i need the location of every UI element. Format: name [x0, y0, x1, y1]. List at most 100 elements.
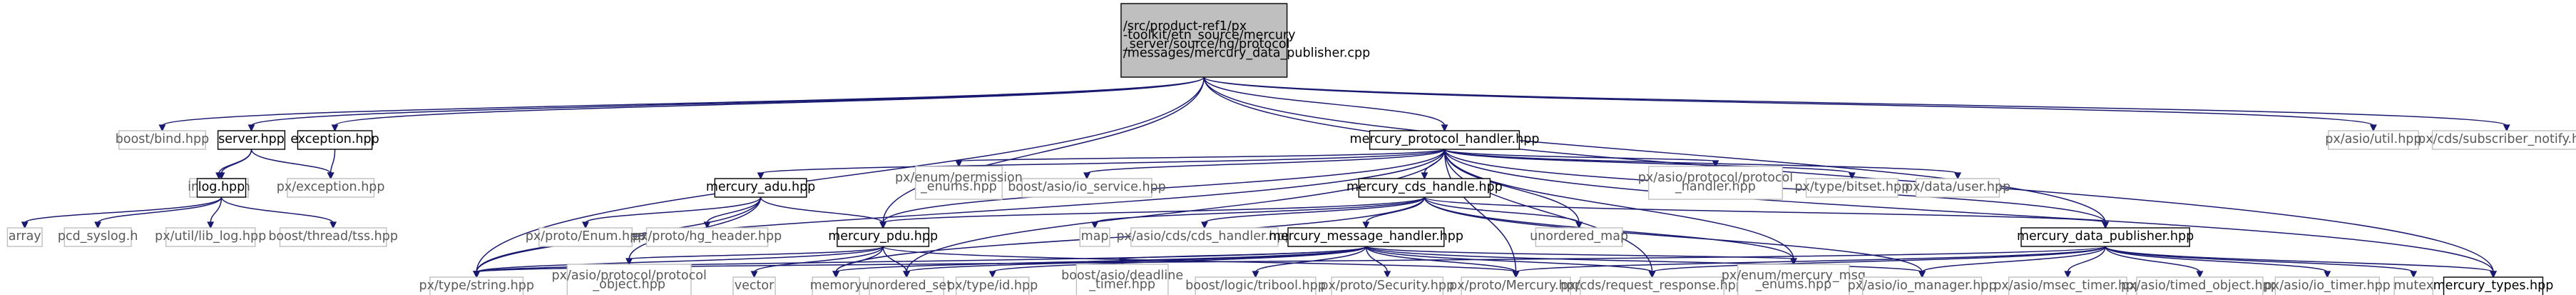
node-box-id_hpp — [955, 276, 1030, 295]
node-label-memory-line-0: memory — [810, 279, 862, 293]
node-enum_hpp: px/proto/Enum.hpp — [526, 227, 646, 247]
node-label-pcd_syslog-line-0: pcd_syslog.h — [58, 229, 138, 244]
node-label-mercury_hpp-line-0: px/proto/Mercury.hpp — [1449, 279, 1583, 293]
node-exception[interactable]: exception.hpp — [290, 130, 379, 150]
edge-arrowhead-exception-to-px_exception — [327, 172, 334, 180]
node-label-io_service-line-0: boost/asio/io_service.hpp — [1008, 180, 1166, 194]
node-box-array — [6, 227, 43, 247]
edge-mph-to-string — [476, 149, 1446, 273]
node-req_resp: px/cds/request_response.hpp — [1560, 276, 1744, 295]
node-box-timed_obj — [2136, 276, 2264, 295]
edge-arrowhead-cds_handle-to-unordered_map — [1575, 221, 1583, 229]
node-label-cds_sub-line-0: px/cds/subscriber_notify.hpp — [2418, 132, 2576, 146]
node-box-mutex — [2393, 276, 2433, 295]
edge-root-to-cds_sub — [1203, 76, 2508, 126]
node-label-px_exception-line-0: px/exception.hpp — [277, 180, 385, 194]
node-box-types — [2443, 276, 2544, 295]
node-label-tribool-line-0: boost/logic/tribool.hpp — [1185, 279, 1326, 293]
node-io_manager: px/asio/io_manager.hpp — [1848, 276, 1997, 295]
node-label-deadline-line-1: _timer.hpp — [1088, 277, 1155, 291]
node-mutex: mutex — [2393, 276, 2433, 295]
node-types[interactable]: mercury_types.hpp — [2433, 276, 2554, 295]
node-box-server — [217, 130, 286, 150]
node-proto_obj: px/asio/protocol/protocol_object.hpp — [551, 264, 707, 295]
edge-arrowhead-data_pub-to-req_resp — [1648, 271, 1656, 279]
node-box-proto_obj — [566, 264, 692, 295]
edge-adu-to-pdu — [760, 196, 884, 224]
node-adu[interactable]: mercury_adu.hpp — [706, 178, 815, 198]
node-box-boost_bind — [118, 130, 206, 150]
node-box-pdu — [837, 227, 930, 247]
node-vector: vector — [732, 276, 776, 295]
node-label-proto_obj-line-0: px/asio/protocol/protocol — [551, 269, 706, 283]
node-label-root-line-3: /messages/mercury_data_publisher.cpp — [1123, 46, 1370, 60]
node-label-vector-line-0: vector — [735, 279, 775, 293]
edge-root-to-exception — [334, 76, 1205, 126]
node-box-msg_handler — [1287, 227, 1445, 247]
edge-mph-to-req_resp — [1443, 149, 1653, 273]
node-label-root-line-1: -toolkit/etn_source/mercury — [1123, 28, 1296, 42]
node-string: px/type/string.hpp — [419, 276, 534, 295]
edge-mph-to-proto_handler — [1443, 149, 1717, 162]
node-deadline: boost/asio/deadline_timer.hpp — [1061, 264, 1183, 295]
edge-data_pub-to-io_timer — [2105, 246, 2329, 273]
node-root[interactable]: /src/product-ref1/px-toolkit/etn_source/… — [1120, 3, 1370, 78]
node-box-user — [1916, 178, 2000, 198]
node-label-unordered_set-line-0: unordered_set — [862, 279, 951, 293]
node-data_pub[interactable]: mercury_data_publisher.hpp — [2017, 227, 2194, 247]
node-label-io_manager-line-0: px/asio/io_manager.hpp — [1848, 279, 1997, 293]
node-px_exception: px/exception.hpp — [277, 178, 385, 198]
node-label-deadline-line-0: boost/asio/deadline — [1061, 269, 1183, 283]
node-perm: px/enum/permission_enums.hpp — [895, 166, 1023, 200]
node-label-root-line-0: /src/product-ref1/px — [1123, 19, 1247, 34]
node-box-perm — [914, 166, 1003, 200]
node-box-io_timer — [2274, 276, 2380, 295]
node-cds_handle[interactable]: mercury_cds_handle.hpp — [1346, 178, 1503, 198]
edge-msg_handler-to-req_resp — [1365, 246, 1653, 273]
node-msg_handler[interactable]: mercury_message_handler.hpp — [1269, 227, 1463, 247]
node-box-root — [1120, 3, 1288, 78]
edge-arrowhead-msg_handler-to-id_hpp — [988, 271, 996, 279]
node-box-security — [1331, 276, 1444, 295]
node-label-bitset-line-0: px/type/bitset.hpp — [1794, 180, 1909, 194]
edge-mph-to-unordered_map — [1443, 149, 1580, 224]
edge-arrowhead-msg_handler-to-security — [1384, 271, 1391, 279]
node-label-adu-line-0: mercury_adu.hpp — [706, 180, 815, 194]
edge-arrowhead-data_pub-to-string — [473, 271, 481, 279]
node-label-proto_handler-line-0: px/asio/protocol/protocol — [1638, 171, 1793, 185]
node-label-lib_log-line-0: px/util/lib_log.hpp — [155, 229, 266, 244]
edge-cds_handle-to-pdu — [882, 196, 1426, 224]
node-label-tss-line-0: boost/thread/tss.hpp — [268, 229, 398, 244]
node-pdu[interactable]: mercury_pdu.hpp — [828, 227, 938, 247]
node-label-data_pub-line-0: mercury_data_publisher.hpp — [2017, 229, 2194, 244]
edge-data_pub-to-mercury_hpp — [1515, 246, 2106, 273]
node-label-enum_hpp-line-0: px/proto/Enum.hpp — [526, 229, 646, 244]
edge-msg_handler-to-id_hpp — [991, 246, 1367, 273]
node-mph[interactable]: mercury_protocol_handler.hpp — [1350, 130, 1540, 150]
node-box-mercury_hpp — [1461, 276, 1571, 295]
node-box-enum_hpp — [538, 227, 633, 247]
edge-mph-to-types — [1443, 149, 2494, 273]
node-cds_sub: px/cds/subscriber_notify.hpp — [2418, 130, 2576, 150]
node-log[interactable]: log.hpp — [196, 178, 247, 198]
node-label-map-line-0: map — [1081, 229, 1109, 244]
node-box-bitset — [1805, 178, 1898, 198]
node-box-string — [429, 276, 524, 295]
edge-pdu-to-memory — [835, 246, 884, 273]
node-label-boost_bind-line-0: boost/bind.hpp — [116, 132, 209, 146]
node-box-exception — [297, 130, 373, 150]
edge-mph-to-bitset — [1443, 149, 1853, 174]
node-label-security-line-0: px/proto/Security.hpp — [1320, 279, 1454, 293]
node-server[interactable]: server.hpp — [217, 130, 286, 150]
edge-pdu-to-mercury_hpp — [882, 246, 1517, 273]
node-label-unordered_map-line-0: unordered_map — [1530, 229, 1628, 244]
node-proto_handler: px/asio/protocol/protocol_handler.hpp — [1638, 166, 1793, 200]
edge-arrowhead-pdu-to-vector — [750, 271, 758, 279]
edge-arrowhead-msg_handler-to-memory — [832, 271, 840, 279]
edge-layer — [21, 76, 2510, 279]
edge-log-to-pcd_syslog — [97, 196, 223, 224]
node-label-mph-line-0: mercury_protocol_handler.hpp — [1350, 132, 1540, 146]
node-label-msec_timer-line-0: px/asio/msec_timer.hpp — [1993, 279, 2142, 293]
edge-data_pub-to-types — [2105, 246, 2494, 273]
